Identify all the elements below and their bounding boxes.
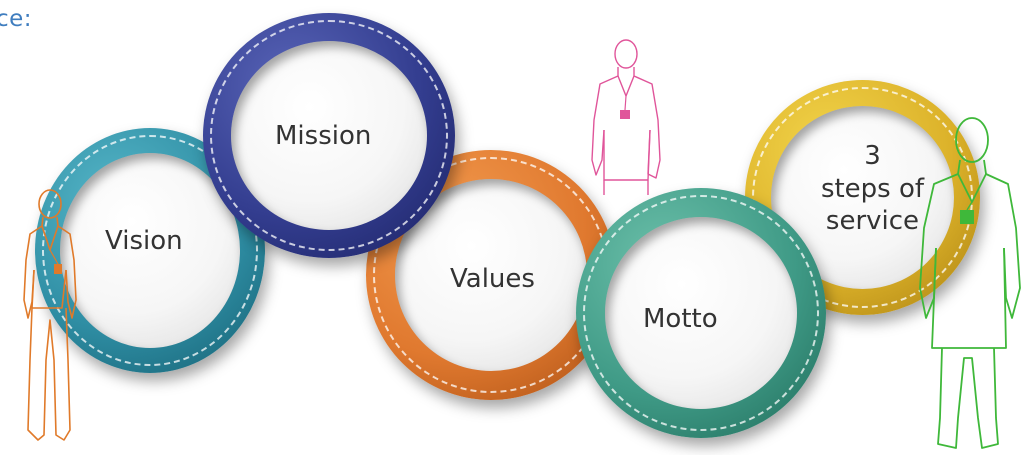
ring-label-values: Values — [450, 264, 535, 294]
staff-figure-pink — [591, 39, 661, 195]
ring-label-service-line3: service — [825, 206, 920, 236]
ring-motto — [576, 188, 826, 438]
ring-label-mission: Mission — [275, 121, 372, 151]
ring-values — [366, 150, 616, 400]
staff-figure-green — [919, 117, 1021, 449]
ring-label-motto: Motto — [643, 304, 718, 334]
ring-mission — [203, 13, 455, 258]
staff-figure-orange — [23, 189, 77, 441]
ring-label-service-line1: 3 — [864, 141, 881, 171]
ring-label-service: 3 steps of service — [810, 140, 935, 238]
ring-label-service-line2: steps of — [820, 173, 925, 204]
heading-text: ce: — [0, 6, 33, 32]
ring-label-vision: Vision — [105, 226, 183, 256]
